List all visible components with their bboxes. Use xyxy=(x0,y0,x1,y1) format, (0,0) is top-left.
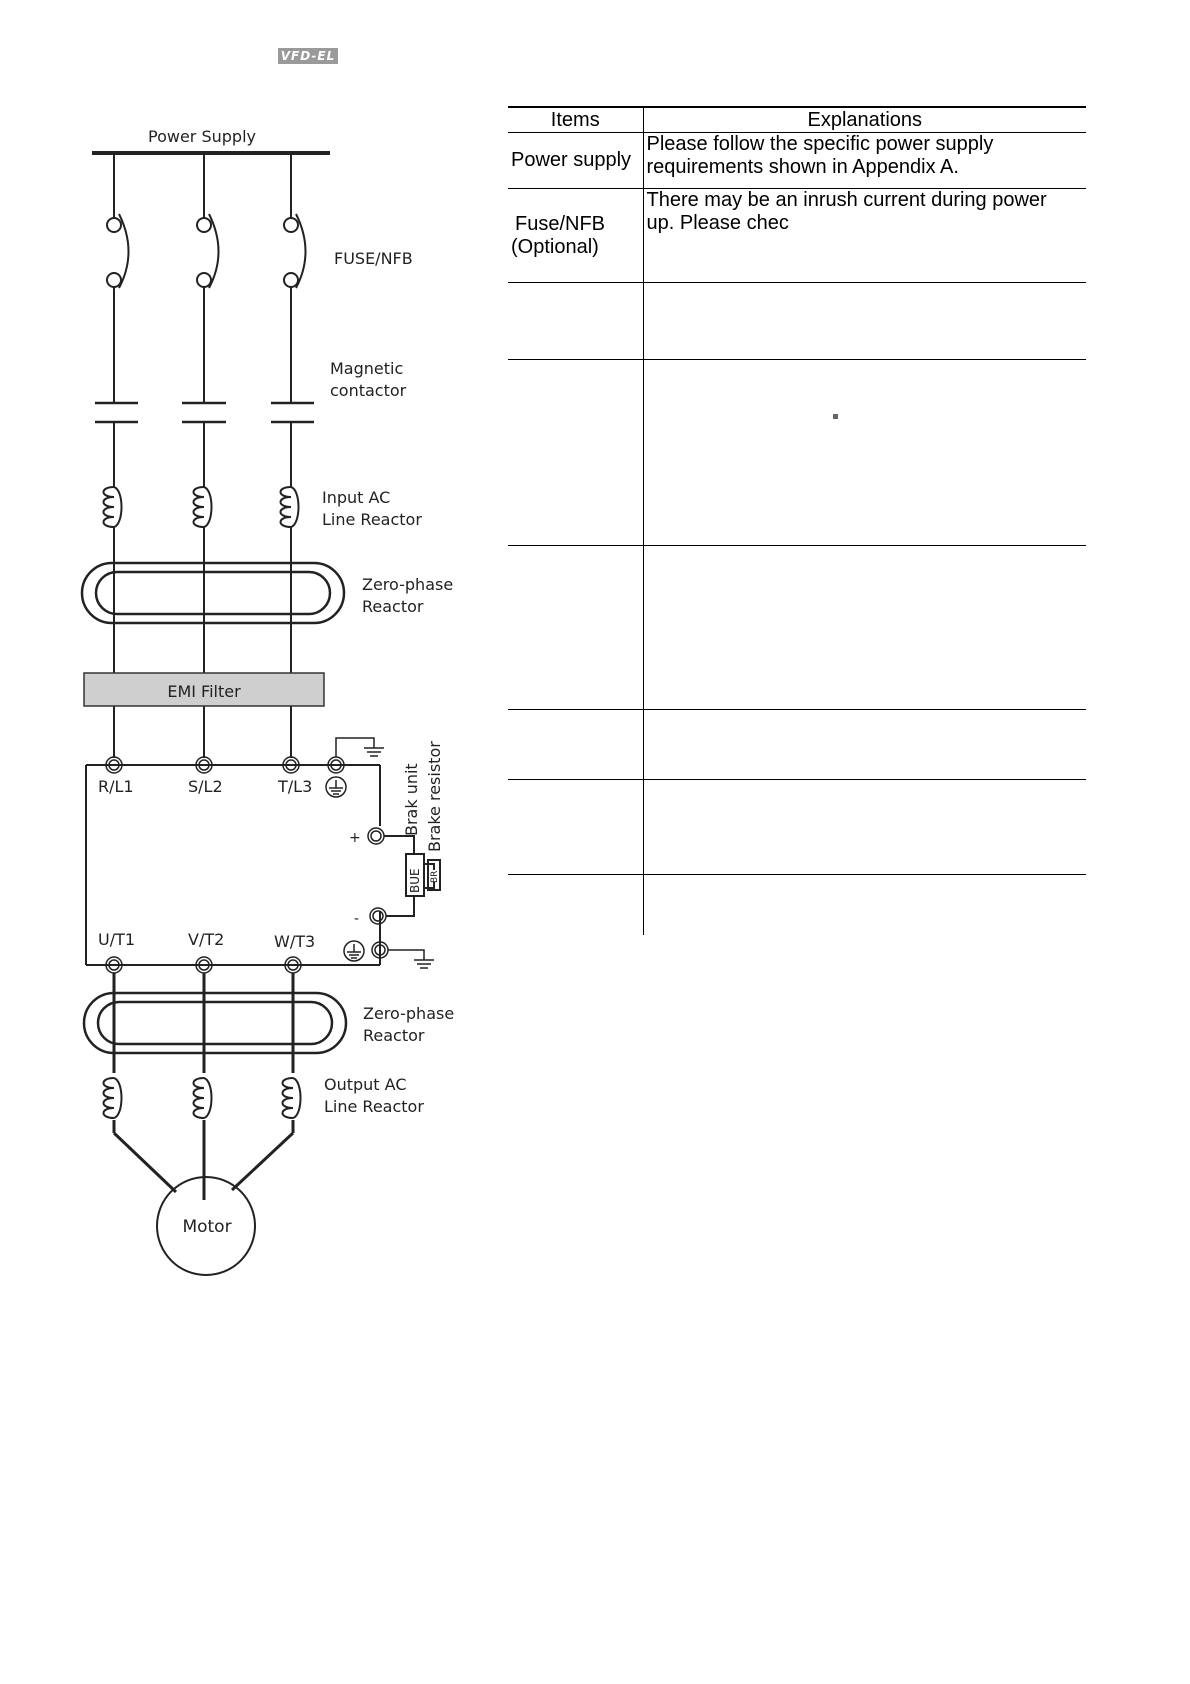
label-motor: Motor xyxy=(182,1217,231,1237)
output-wires xyxy=(112,973,295,1200)
table-row xyxy=(508,709,1086,780)
items-explanations-table: Items Explanations Power supply Please f… xyxy=(508,106,1086,935)
label-brake-resistor: Brake resistor xyxy=(425,741,444,852)
terminal-v-t2: V/T2 xyxy=(188,930,224,949)
row-text-empty xyxy=(643,779,1086,875)
table-row xyxy=(508,282,1086,360)
header-explanations: Explanations xyxy=(643,106,1086,133)
table-row xyxy=(508,874,1086,935)
label-emi-filter: EMI Filter xyxy=(167,682,241,701)
label-brake-unit: Brak unit xyxy=(402,763,421,836)
terminal-r-l1: R/L1 xyxy=(98,777,134,796)
fuse-breakers xyxy=(106,213,307,289)
magnetic-contactors xyxy=(95,401,314,424)
input-line-reactors xyxy=(102,486,300,528)
zero-phase-reactor-input xyxy=(80,561,346,625)
label-contactor: contactor xyxy=(330,381,407,400)
row-item-fuse-nfb: Fuse/NFB(Optional) xyxy=(508,188,644,283)
table-row xyxy=(508,545,1086,710)
label-output-ac: Output AC xyxy=(324,1075,407,1094)
row-item-empty xyxy=(508,282,644,360)
label-plus: + xyxy=(349,830,361,846)
terminal-t-l3: T/L3 xyxy=(277,777,312,796)
table-header-row: Items Explanations xyxy=(508,106,1086,133)
row-text-empty xyxy=(643,282,1086,360)
row-text-fuse-nfb: There may be an inrush current during po… xyxy=(643,188,1086,283)
ground-icon-bottom xyxy=(343,940,434,969)
output-line-reactors xyxy=(102,1077,302,1119)
row-item-empty xyxy=(508,874,644,935)
table-row xyxy=(508,359,1086,546)
label-power-supply: Power Supply xyxy=(148,127,256,146)
label-zero-phase-input: Zero-phase xyxy=(362,575,453,594)
dc-terminals xyxy=(367,827,389,959)
brand-logo: VFD-EL xyxy=(278,48,338,64)
terminal-u-t1: U/T1 xyxy=(98,930,135,949)
row-text-empty xyxy=(643,875,1086,935)
motor-symbol xyxy=(156,1176,256,1276)
row-item-empty xyxy=(508,359,644,546)
label-fuse-nfb: FUSE/NFB xyxy=(334,249,413,268)
label-reactor-output: Reactor xyxy=(363,1026,425,1045)
label-bue: BUE xyxy=(408,868,422,893)
label-magnetic: Magnetic xyxy=(330,359,403,378)
label-zero-phase-output: Zero-phase xyxy=(363,1004,454,1023)
drive-body xyxy=(85,764,381,966)
row-text-empty xyxy=(643,709,1086,780)
terminal-s-l2: S/L2 xyxy=(188,777,223,796)
table-row xyxy=(508,779,1086,875)
table-row: Fuse/NFB(Optional) There may be an inrus… xyxy=(508,188,1086,283)
label-input-line-reactor: Line Reactor xyxy=(322,510,422,529)
header-items: Items xyxy=(508,106,644,133)
row-item-empty xyxy=(508,779,644,875)
ground-icon xyxy=(325,737,384,798)
label-reactor-input: Reactor xyxy=(362,597,424,616)
row-item-empty xyxy=(508,545,644,710)
label-minus: - xyxy=(354,911,359,927)
row-text-empty xyxy=(643,359,1086,546)
brake-wiring xyxy=(384,835,441,917)
label-output-line-reactor: Line Reactor xyxy=(324,1097,424,1116)
stray-mark xyxy=(833,414,838,419)
phase-wires xyxy=(113,153,292,758)
row-text-empty xyxy=(643,545,1086,710)
row-item-power-supply: Power supply xyxy=(508,132,644,189)
label-br: BR xyxy=(430,871,440,883)
terminal-w-t3: W/T3 xyxy=(274,932,315,951)
emi-filter-box xyxy=(83,672,325,707)
wiring-diagram: Power Supply FUSE/NFB Magnetic contactor xyxy=(80,127,454,1276)
label-input-ac: Input AC xyxy=(322,488,390,507)
table-row: Power supply Please follow the specific … xyxy=(508,132,1086,189)
row-item-empty xyxy=(508,709,644,780)
zero-phase-reactor-output xyxy=(82,991,348,1055)
